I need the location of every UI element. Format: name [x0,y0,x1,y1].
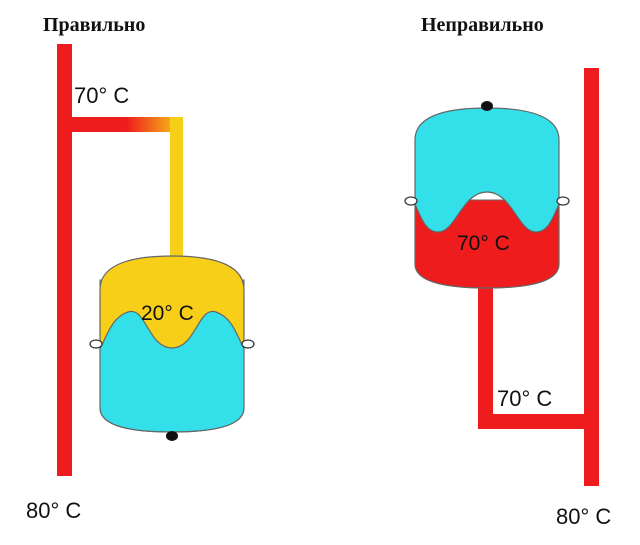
right-branch-pipe [478,414,599,429]
left-pipe-top-temp: 70° C [74,83,129,108]
right-riser-pipe [478,282,493,429]
right-tank-cold-water [415,108,559,232]
right-main-pipe [584,68,599,486]
left-warm-pipe [170,117,183,257]
left-tank-temp: 20° C [141,302,194,325]
right-tank-valve [481,101,493,111]
right-tank-clamp-right [556,196,570,206]
left-tank-valve [166,431,178,441]
incorrect-installation [404,68,599,486]
left-tank-clamp-left [89,339,103,349]
heading-incorrect: Неправильно [421,14,544,36]
left-tank-membrane [99,310,245,349]
left-tank-warm-water [100,256,244,348]
right-pipe-bottom-temp: 80° C [556,504,611,529]
left-tank-clamp-right [241,339,255,349]
left-tank-outline [99,255,245,433]
left-branch-pipe [57,117,183,132]
correct-installation [57,44,255,476]
left-main-pipe [57,44,72,476]
left-expansion-tank [89,255,255,441]
right-tank-clamp-left [404,196,418,206]
heading-correct: Правильно [43,14,145,36]
right-tank-temp: 70° C [457,232,510,255]
right-expansion-tank [404,101,570,289]
right-tank-membrane [414,191,560,233]
left-pipe-bottom-temp: 80° C [26,498,81,523]
right-pipe-mid-temp: 70° C [497,386,552,411]
right-tank-outline [414,107,560,289]
